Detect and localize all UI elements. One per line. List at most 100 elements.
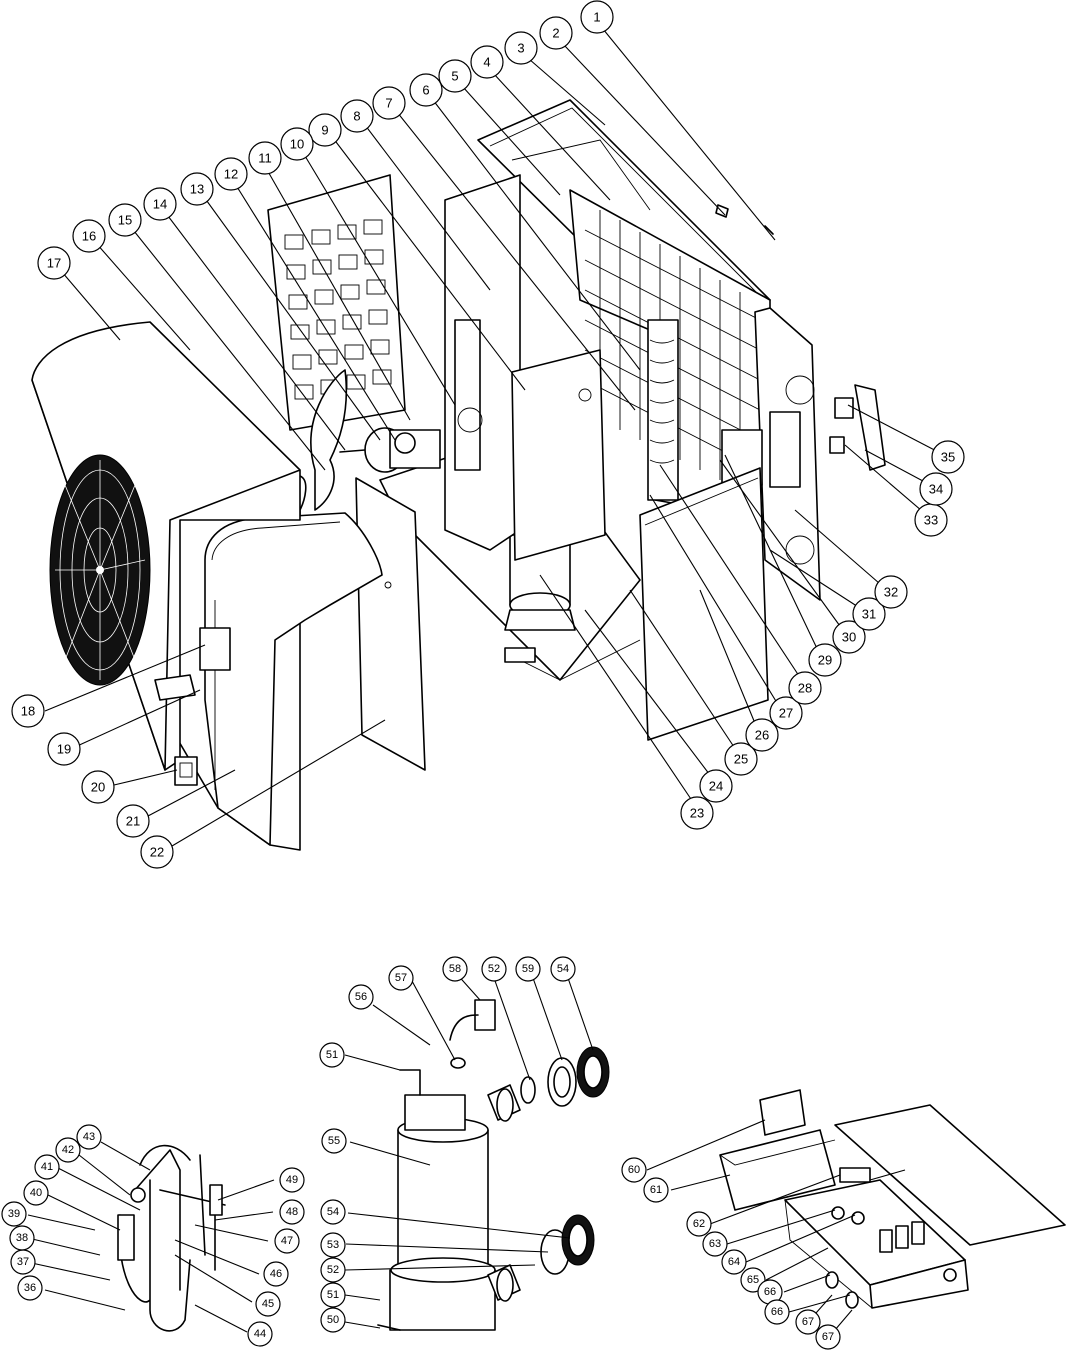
callout-number: 38 [16,1232,28,1244]
callout-number: 63 [709,1238,721,1250]
callout-circle [769,696,803,730]
callout-circle [919,472,953,506]
callout-5: 5 [438,59,472,93]
callout-number: 28 [798,681,812,696]
callout-circle [721,1249,747,1275]
callout-number: 65 [747,1274,759,1286]
callout-number: 46 [270,1268,282,1280]
callout-number: 12 [224,167,238,182]
callout-number: 3 [517,41,524,56]
callout-44: 44 [247,1321,273,1347]
callout-51b: 51 [320,1282,346,1308]
callout-67b: 67 [815,1324,841,1350]
callout-number: 58 [449,963,461,975]
callout-64: 64 [721,1249,747,1275]
callout-circle [9,1225,35,1251]
connector-clip [715,204,729,218]
callout-number: 54 [327,1206,339,1218]
callout-circle [372,86,406,120]
callout-12: 12 [214,157,248,191]
callout-circle [539,16,573,50]
callout-40: 40 [23,1180,49,1206]
callout-number: 25 [734,752,748,767]
callout-33: 33 [914,503,948,537]
callout-28: 28 [788,671,822,705]
callout-number: 16 [82,229,96,244]
callout-number: 10 [290,137,304,152]
callout-number: 49 [286,1174,298,1186]
outer-casing [31,321,301,771]
front-housing [169,475,383,851]
callout-number: 57 [395,972,407,984]
callout-circle [140,835,174,869]
callout-16: 16 [72,219,106,253]
filter-drier-parts [829,384,886,471]
callout-circle [320,1307,346,1333]
callout-54a: 54 [550,956,576,982]
callout-39: 39 [1,1201,27,1227]
callout-circle [143,187,177,221]
callout-number: 54 [557,963,569,975]
callout-36: 36 [17,1275,43,1301]
callout-20: 20 [81,770,115,804]
callout-11: 11 [248,141,282,175]
callout-circle [308,113,342,147]
callout-circle [76,1124,102,1150]
callout-51a: 51 [319,1042,345,1068]
callout-62: 62 [686,1211,712,1237]
callout-circle [81,770,115,804]
callout-circle [34,1154,60,1180]
callout-circle [504,31,538,65]
front-right-panel [639,467,769,741]
callout-37: 37 [10,1249,36,1275]
callout-circle [580,0,614,34]
callout-number: 7 [385,96,392,111]
callout-number: 2 [552,26,559,41]
callout-circle [274,1228,300,1254]
callout-labels: 1234567891011121314151617181920212223242… [1,0,965,1350]
callout-number: 43 [83,1131,95,1143]
callout-52b: 52 [320,1257,346,1283]
callout-number: 33 [924,513,938,528]
callout-circle [815,1324,841,1350]
callout-number: 4 [483,55,490,70]
callout-circle [180,172,214,206]
callout-circle [247,1321,273,1347]
callout-circle [214,157,248,191]
callout-number: 52 [488,963,500,975]
callout-circle [852,597,886,631]
callout-number: 44 [254,1328,266,1340]
callout-48: 48 [279,1199,305,1225]
callout-58: 58 [442,956,468,982]
middle-panel [511,349,606,561]
callout-circle [116,804,150,838]
callout-number: 23 [690,806,704,821]
callout-circle [409,73,443,107]
callout-number: 55 [328,1135,340,1147]
callout-circle [438,59,472,93]
display-controller [154,627,231,786]
callout-circle [279,1199,305,1225]
callout-circle [931,440,965,474]
callout-number: 37 [17,1256,29,1268]
callout-circle [724,742,758,776]
callout-14: 14 [143,187,177,221]
callout-circle [680,796,714,830]
callout-9: 9 [308,113,342,147]
callout-number: 48 [286,1206,298,1218]
callout-number: 67 [802,1316,814,1328]
callout-46: 46 [263,1261,289,1287]
callout-circle [17,1275,43,1301]
callout-circle [319,1042,345,1068]
callout-circle [550,956,576,982]
callout-circle [320,1282,346,1308]
callout-52a: 52 [481,956,507,982]
callout-number: 1 [593,10,600,25]
callout-22: 22 [140,835,174,869]
callout-18: 18 [11,694,45,728]
right-side-panel [754,307,821,601]
piping-assembly [117,1144,226,1332]
callout-circle [11,694,45,728]
callout-circle [279,1167,305,1193]
